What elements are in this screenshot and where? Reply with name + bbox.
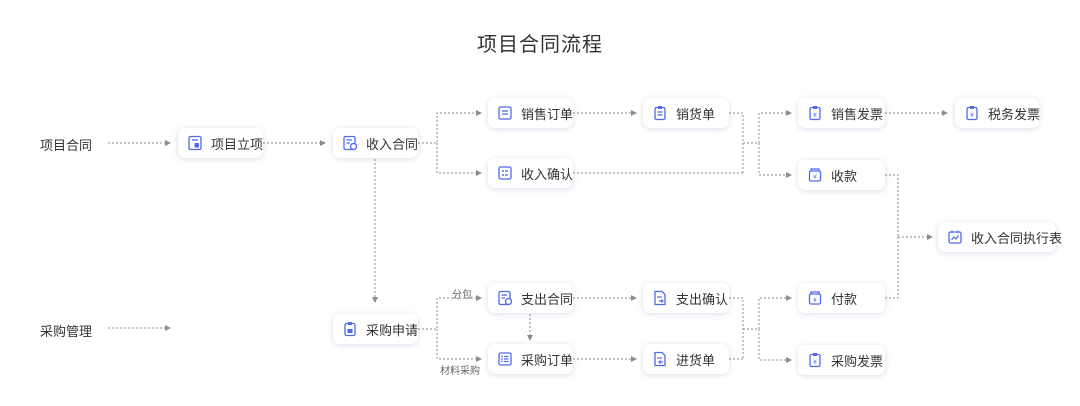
document-export-icon <box>654 290 666 306</box>
node-sk[interactable]: ¥ 收款 <box>798 160 885 190</box>
node-label: 销售订单 <box>521 107 574 123</box>
svg-text:¥: ¥ <box>813 359 817 366</box>
expense-contract-icon <box>498 290 513 306</box>
payment-icon: ¥ <box>808 291 822 305</box>
arrow-srht-to-srqr <box>436 143 482 176</box>
node-label: 进货单 <box>676 353 716 369</box>
node-label: 税务发票 <box>988 107 1041 123</box>
node-srqr[interactable]: 收入确认 <box>488 158 573 188</box>
node-label: 支出合同 <box>521 292 574 308</box>
arrow-to-xsfp <box>758 110 792 143</box>
node-label: 收款 <box>831 169 858 185</box>
node-label: 收入合同 <box>366 137 419 153</box>
form-icon <box>188 135 202 151</box>
arrow-to-sk <box>758 143 792 178</box>
node-label: 采购申请 <box>366 323 419 339</box>
svg-text:¥: ¥ <box>813 174 817 181</box>
chart-table-icon <box>948 230 962 244</box>
receive-payment-icon: ¥ <box>808 168 822 182</box>
node-label: 销货单 <box>676 107 716 123</box>
node-label: 采购订单 <box>521 353 574 369</box>
node-swfp[interactable]: ¥ 税务发票 <box>955 98 1041 128</box>
node-srhtzxb[interactable]: 收入合同执行表 <box>938 222 1062 252</box>
arrow-to-cgfp <box>758 329 792 363</box>
arrow-cgsq-to-cgdd <box>436 329 482 362</box>
node-jhd[interactable]: 进货单 <box>643 344 729 374</box>
node-cgsq[interactable]: 采购申请 <box>333 314 418 344</box>
confirm-icon <box>498 166 512 180</box>
node-cgdd[interactable]: 采购订单 <box>488 344 573 374</box>
svg-text:¥: ¥ <box>813 112 817 119</box>
svg-text:¥: ¥ <box>813 297 817 304</box>
line-xhd-merge <box>729 112 744 173</box>
line-zcqr-merge <box>729 297 744 359</box>
node-label: 销售发票 <box>831 107 884 123</box>
node-srht[interactable]: 收入合同 <box>333 128 418 158</box>
node-xmlx[interactable]: 项目立项 <box>178 128 263 158</box>
document-import-icon <box>654 351 666 367</box>
node-label: 付款 <box>831 292 858 308</box>
node-fk[interactable]: ¥ 付款 <box>798 283 885 313</box>
invoice-icon: ¥ <box>809 106 821 121</box>
diagram-title: 项目合同流程 <box>477 32 603 56</box>
node-label: 收入确认 <box>521 167 574 183</box>
node-cgfp[interactable]: ¥ 采购发票 <box>798 345 885 375</box>
row-label-purchase: 采购管理 <box>40 325 93 340</box>
request-icon <box>344 322 356 337</box>
node-xhd[interactable]: 销货单 <box>643 98 729 128</box>
node-label: 收入合同执行表 <box>971 231 1063 247</box>
node-xsfp[interactable]: ¥ 销售发票 <box>798 98 885 128</box>
line-fk-to-table <box>885 237 899 299</box>
arrow-srht-to-xsdd <box>418 110 482 144</box>
node-label: 采购发票 <box>831 354 884 370</box>
edge-label-fenbao: 分包 <box>452 290 472 301</box>
row-label-project: 项目合同 <box>40 139 93 154</box>
node-label: 项目立项 <box>211 137 264 153</box>
node-xsdd[interactable]: 销售订单 <box>488 98 573 128</box>
line-sk-to-table <box>885 174 899 237</box>
arrow-to-fk <box>758 295 792 329</box>
list-icon <box>498 352 512 366</box>
node-label: 支出确认 <box>676 292 729 308</box>
purchase-invoice-icon: ¥ <box>809 353 821 368</box>
tax-invoice-icon: ¥ <box>966 106 978 121</box>
order-icon <box>498 106 512 120</box>
contract-icon <box>343 135 358 151</box>
node-zcqr[interactable]: 支出确认 <box>643 283 729 313</box>
arrow-cgsq-to-zcht <box>418 295 482 330</box>
svg-text:¥: ¥ <box>970 112 974 119</box>
clipboard-icon <box>654 106 666 121</box>
edge-label-cailiao: 材料采购 <box>440 366 480 377</box>
node-zcht[interactable]: 支出合同 <box>488 283 573 313</box>
